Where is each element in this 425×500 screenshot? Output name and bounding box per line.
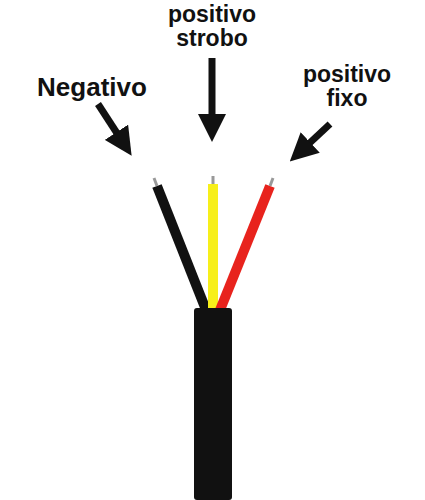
- wire-label: positivo strobo: [150, 2, 275, 50]
- wire-tip: [270, 178, 273, 186]
- pointer-arrow: [209, 58, 216, 128]
- wire-tip: [154, 178, 157, 186]
- yellow-wire: [208, 184, 218, 315]
- red-wire: [218, 186, 270, 315]
- wire-label: Negativo: [7, 74, 177, 101]
- pointer-arrow: [300, 124, 330, 152]
- pointer-arrow: [98, 104, 124, 144]
- cable-jacket: [194, 308, 232, 500]
- wire-tip: [212, 176, 215, 184]
- black-wire: [157, 186, 208, 315]
- wire-label: positivo fixo: [285, 62, 410, 110]
